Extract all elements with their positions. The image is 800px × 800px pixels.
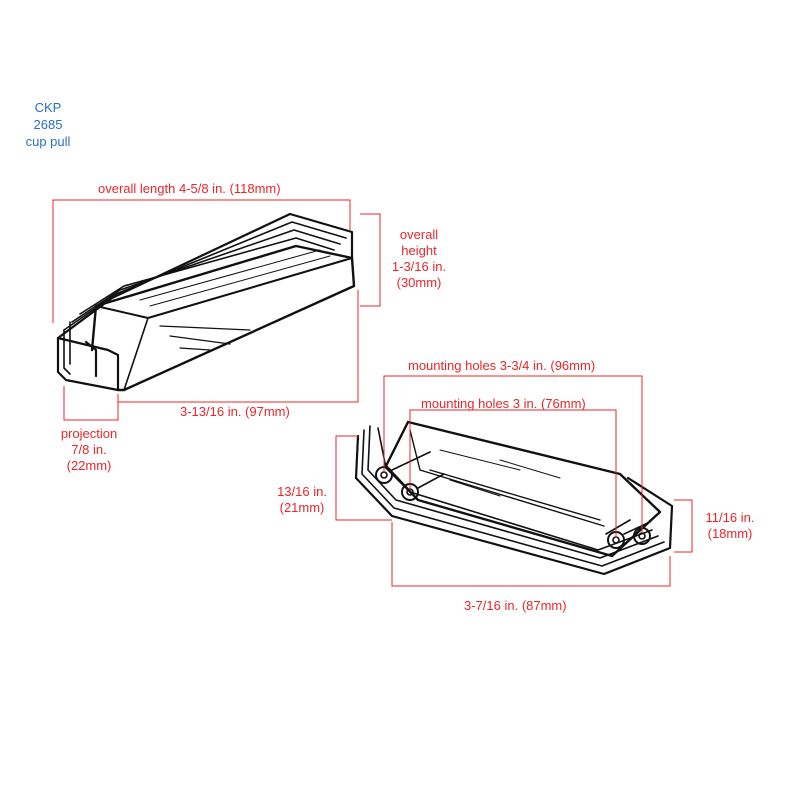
mounting-holes-outer-label: mounting holes 3-3/4 in. (96mm): [408, 358, 596, 373]
product-type: cup pull: [25, 134, 71, 149]
projection-label: projection 7/8 in. (22mm): [54, 426, 124, 474]
projection-line1: projection: [60, 426, 118, 441]
projection-line3: (22mm): [66, 458, 112, 473]
left-height-label: 13/16 in. (21mm): [270, 484, 334, 516]
back-view-drawing: [354, 420, 674, 576]
left-height-line1: 13/16 in.: [277, 484, 327, 499]
right-height-line1: 11/16 in.: [705, 510, 755, 525]
overall-length-label: overall length 4-5/8 in. (118mm): [98, 181, 281, 196]
back-length-label: 3-7/16 in. (87mm): [464, 598, 567, 613]
right-height-line2: (18mm): [707, 526, 753, 541]
base-length-label: 3-13/16 in. (97mm): [180, 404, 290, 419]
overall-height-line3: 1-3/16 in.: [391, 259, 447, 274]
overall-height-line2: height: [401, 243, 437, 258]
mounting-holes-inner-label: mounting holes 3 in. (76mm): [421, 396, 586, 411]
overall-height-line1: overall: [399, 227, 439, 242]
model-number: 2685: [33, 117, 63, 132]
product-title: CKP 2685 cup pull: [18, 99, 78, 150]
right-height-label: 11/16 in. (18mm): [696, 510, 764, 542]
front-view-drawing: [56, 212, 356, 392]
projection-line2: 7/8 in.: [71, 442, 107, 457]
overall-height-line4: (30mm): [396, 275, 442, 290]
left-height-line2: (21mm): [279, 500, 325, 515]
overall-height-label: overall height 1-3/16 in. (30mm): [386, 227, 452, 291]
brand-label: CKP: [34, 100, 62, 115]
